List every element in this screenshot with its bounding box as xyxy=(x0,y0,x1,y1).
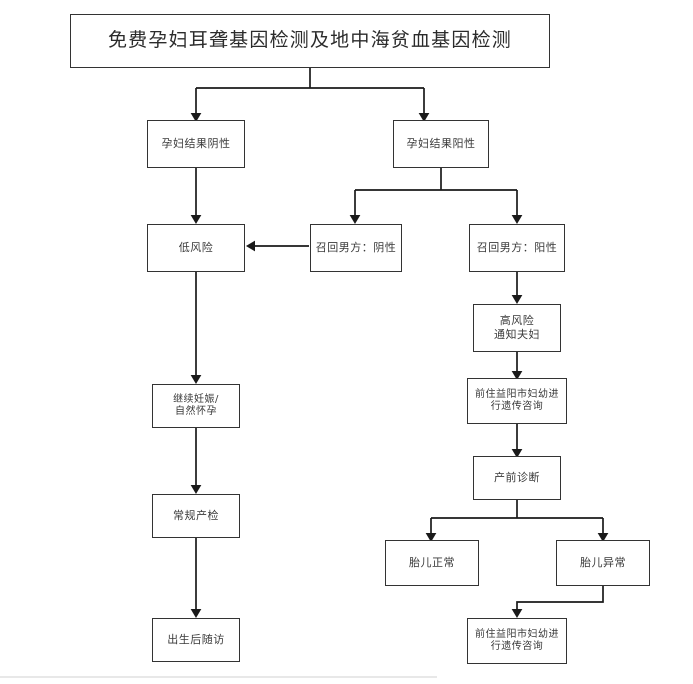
node-genetic-counseling-2[interactable]: 前住益阳市妇幼进 行遗传咨询 xyxy=(467,618,567,664)
node-title-box[interactable]: 免费孕妇耳聋基因检测及地中海贫血基因检测 xyxy=(70,14,550,68)
node-genetic-counseling-1[interactable]: 前住益阳市妇幼进 行遗传咨询 xyxy=(467,378,567,424)
node-recall-husband-positive[interactable]: 召回男方：阳性 xyxy=(469,224,565,272)
node-prenatal-diagnosis[interactable]: 产前诊断 xyxy=(473,456,561,500)
node-postnatal-followup[interactable]: 出生后随访 xyxy=(152,618,240,662)
node-fetus-normal[interactable]: 胎儿正常 xyxy=(385,540,479,586)
node-maternal-positive[interactable]: 孕妇结果阳性 xyxy=(393,120,489,168)
node-low-risk[interactable]: 低风险 xyxy=(147,224,245,272)
node-routine-checkup[interactable]: 常规产检 xyxy=(152,494,240,538)
node-recall-husband-negative[interactable]: 召回男方：阴性 xyxy=(310,224,402,272)
footer-divider xyxy=(0,676,437,678)
edge-fetus-abnormal-to-genetic-counseling-2 xyxy=(511,586,604,619)
node-continue-pregnancy[interactable]: 继续妊娠/ 自然怀孕 xyxy=(152,384,240,428)
node-maternal-negative[interactable]: 孕妇结果阴性 xyxy=(147,120,245,168)
node-high-risk-notify[interactable]: 高风险 通知夫妇 xyxy=(473,304,561,352)
node-fetus-abnormal[interactable]: 胎儿异常 xyxy=(556,540,650,586)
